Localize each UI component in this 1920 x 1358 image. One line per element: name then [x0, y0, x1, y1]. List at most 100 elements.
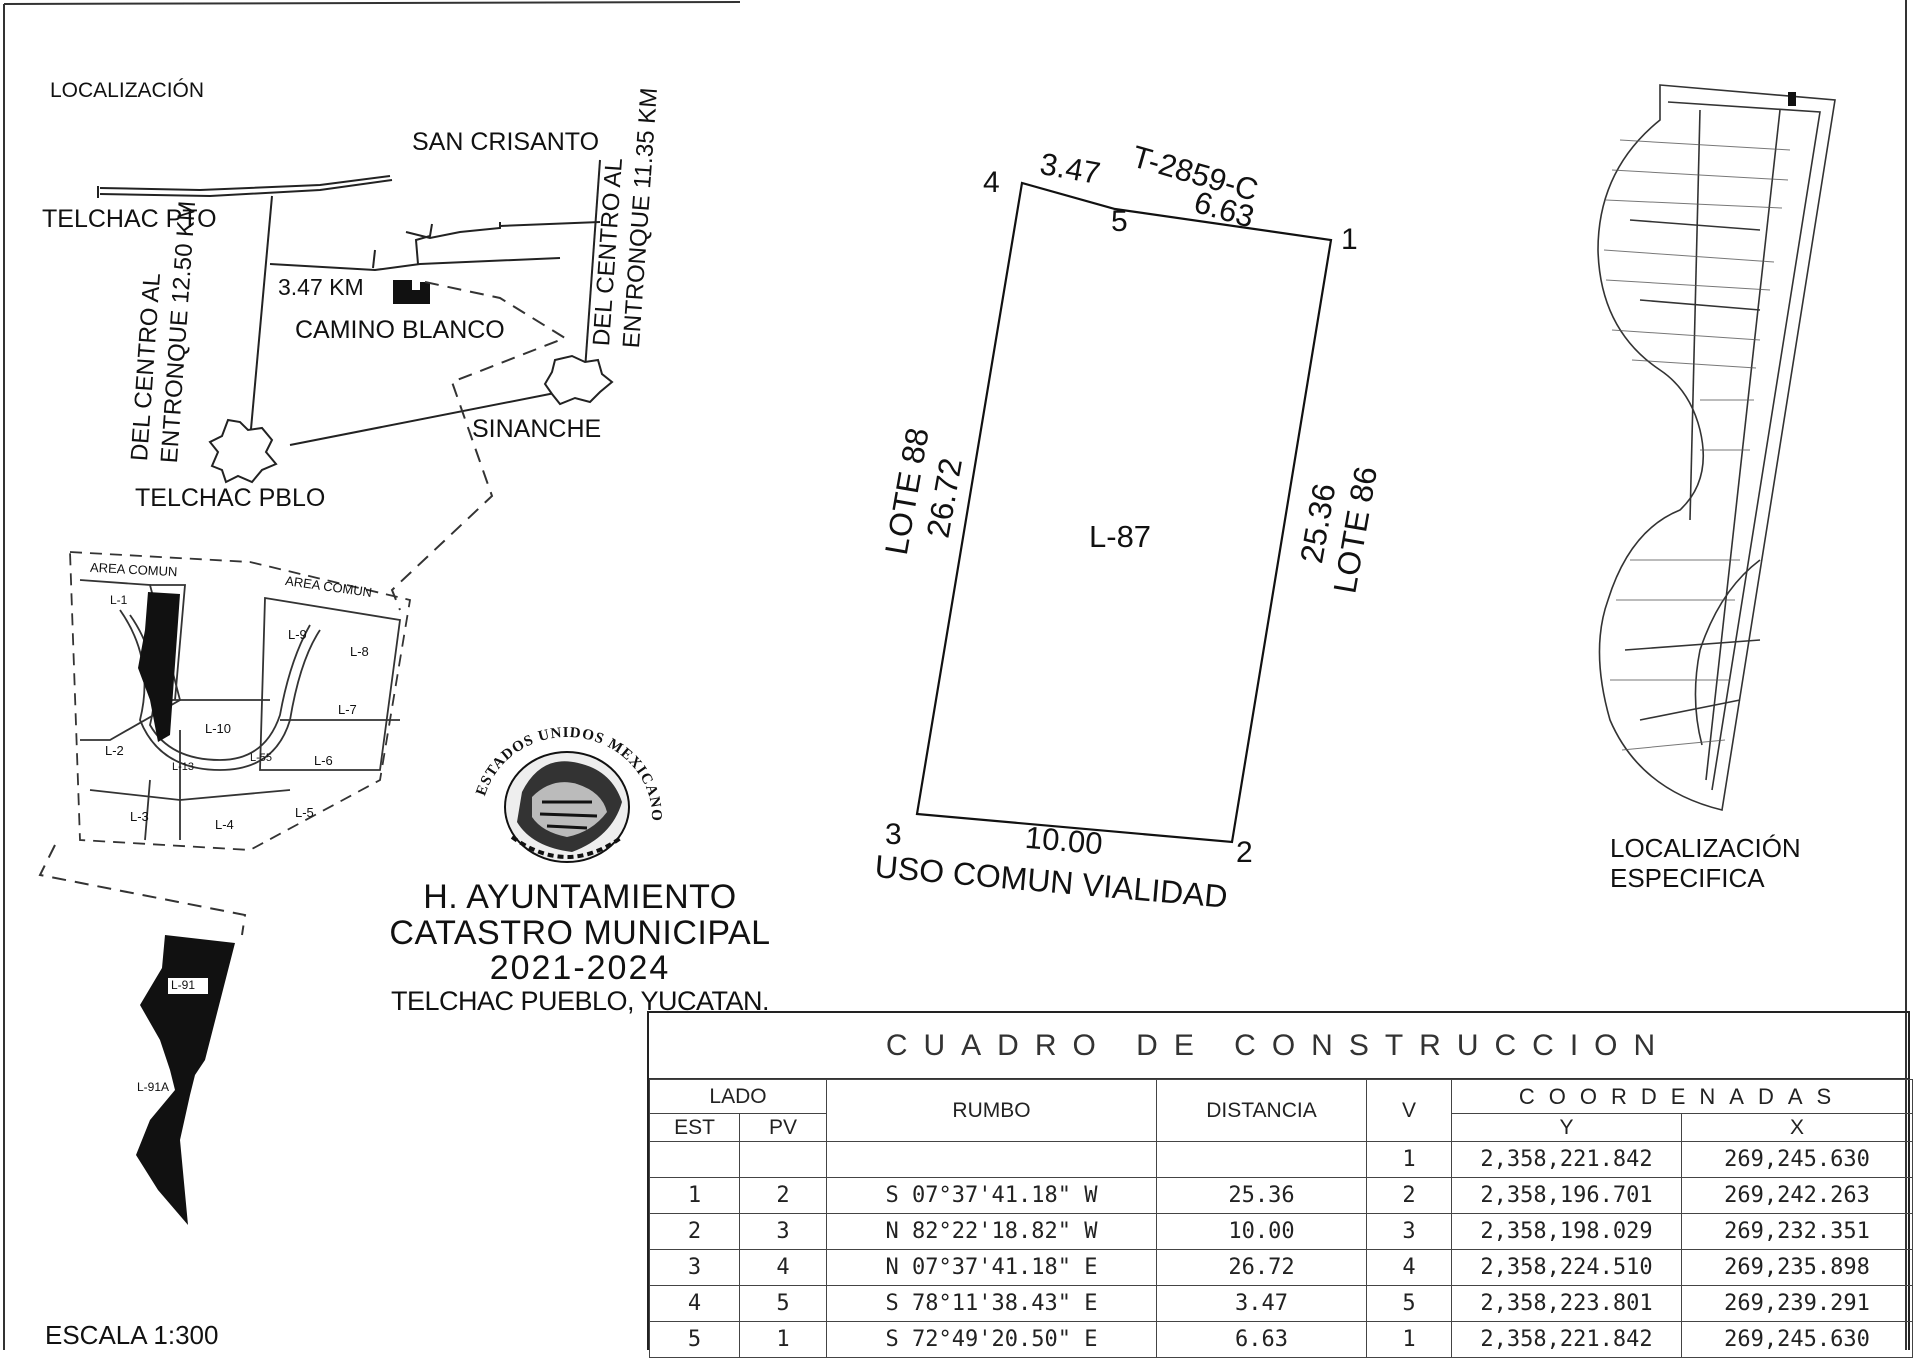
subdivision-dark-area [138, 592, 180, 742]
cell-distancia: 6.63 [1156, 1321, 1367, 1358]
header-x: X [1680, 1113, 1914, 1142]
construction-table-grid: LADO RUMBO DISTANCIA V COORDENADAS EST P… [649, 1079, 1914, 1358]
cell-pv: 1 [739, 1321, 827, 1358]
vertex-label-1: 1 [1341, 223, 1358, 256]
place-camino-blanco: CAMINO BLANCO [295, 316, 505, 344]
title-line1: H. AYUNTAMIENTO [423, 878, 737, 916]
cell-est: 1 [649, 1177, 740, 1214]
dim-bottom: 10.00 [1023, 819, 1104, 862]
location-map-roads [97, 159, 601, 446]
cell-pv [739, 1141, 827, 1178]
table-row: 5 1 S 72°49'20.50" E 6.63 1 2,358,221.84… [649, 1321, 1914, 1358]
lower-label-box [168, 978, 208, 994]
cell-distancia: 3.47 [1156, 1285, 1367, 1322]
header-distancia: DISTANCIA [1156, 1079, 1367, 1142]
cell-rumbo: S 72°49'20.50" E [826, 1321, 1157, 1358]
cell-v: 4 [1366, 1249, 1452, 1286]
specific-location-marker [1788, 92, 1796, 106]
cell-est [649, 1141, 740, 1178]
scale-label: ESCALA 1:300 [45, 1320, 219, 1350]
coat-of-arms-seal: ESTADOS UNIDOS MEXICANOS [462, 702, 663, 863]
cell-v: 2 [1366, 1177, 1452, 1214]
cell-y: 2,358,223.801 [1451, 1285, 1682, 1322]
cell-x: 269,239.291 [1680, 1285, 1914, 1322]
vertex-label-3: 3 [885, 818, 902, 851]
specific-location-map [1597, 84, 1836, 811]
callout-dashed [390, 281, 568, 611]
cell-v: 3 [1366, 1213, 1452, 1250]
table-row: 4 5 S 78°11'38.43" E 3.47 5 2,358,223.80… [649, 1285, 1914, 1322]
table-row: 1 2,358,221.842 269,245.630 [649, 1141, 1914, 1178]
cell-y: 2,358,224.510 [1451, 1249, 1682, 1286]
construction-table: CUADRO DE CONSTRUCCION LADO RUMBO DISTAN… [647, 1011, 1914, 1358]
lot-label-l10: L-10 [205, 721, 232, 736]
cell-pv: 5 [739, 1285, 827, 1322]
cell-rumbo: S 78°11'38.43" E [826, 1285, 1157, 1322]
distance-label: 3.47 KM [278, 274, 364, 300]
place-telchac-pto: TELCHAC PTO [42, 205, 217, 233]
telchac-pblo-town [208, 418, 278, 484]
site-marker [393, 280, 430, 304]
cell-x: 269,232.351 [1680, 1213, 1914, 1250]
cell-x: 269,245.630 [1680, 1321, 1914, 1358]
callout-dashed-lower [38, 844, 247, 936]
specific-location-hatch [1603, 139, 1791, 751]
vertex-label-2: 2 [1236, 836, 1253, 869]
cell-y: 2,358,196.701 [1451, 1177, 1682, 1214]
table-row: 2 3 N 82°22'18.82" W 10.00 3 2,358,198.0… [649, 1213, 1914, 1250]
cell-distancia: 26.72 [1156, 1249, 1367, 1286]
header-rumbo: RUMBO [826, 1079, 1157, 1142]
lot-label-l8: L-8 [350, 644, 369, 659]
sinanche-town [543, 354, 614, 406]
cell-rumbo [826, 1141, 1157, 1178]
vertex-label-4: 4 [983, 166, 1000, 199]
cell-rumbo: N 07°37'41.18" E [826, 1249, 1157, 1286]
cell-est: 3 [649, 1249, 740, 1286]
title-block: H. AYUNTAMIENTO CATASTRO MUNICIPAL 2021-… [360, 878, 800, 1015]
cell-distancia: 25.36 [1156, 1177, 1367, 1214]
cell-x: 269,235.898 [1680, 1249, 1914, 1286]
lot-name: L-87 [1089, 519, 1152, 554]
cell-distancia [1156, 1141, 1367, 1178]
lot-label-l9: L-9 [288, 627, 307, 642]
lot-label-l1: L-1 [110, 593, 128, 607]
construction-table-title: CUADRO DE CONSTRUCCION [649, 1013, 1908, 1079]
lower-label-1: L-91 [171, 978, 196, 992]
place-sinanche: SINANCHE [472, 415, 602, 443]
location-title: LOCALIZACIÓN [50, 79, 205, 102]
cell-distancia: 10.00 [1156, 1213, 1367, 1250]
cell-rumbo: S 07°37'41.18" W [826, 1177, 1157, 1214]
place-san-crisanto: SAN CRISANTO [412, 128, 600, 156]
table-row: 1 2 S 07°37'41.18" W 25.36 2 2,358,196.7… [649, 1177, 1914, 1214]
title-line3: 2021-2024 [489, 949, 671, 988]
lot-label-l4: L-4 [215, 817, 234, 832]
header-coordenadas: COORDENADAS [1450, 1079, 1914, 1114]
header-lado: LADO [649, 1079, 827, 1114]
lot-label-l7: L-7 [338, 702, 357, 717]
cell-pv: 3 [739, 1213, 827, 1250]
lot-label-l2: L-2 [105, 743, 124, 758]
table-row: 3 4 N 07°37'41.18" E 26.72 4 2,358,224.5… [649, 1249, 1914, 1286]
vertex-label-5: 5 [1111, 205, 1128, 238]
cell-est: 5 [649, 1321, 740, 1358]
lower-label-2: L-91A [137, 1080, 170, 1094]
cell-y: 2,358,221.842 [1451, 1321, 1682, 1358]
specific-line2: ESPECIFICA [1610, 863, 1765, 893]
lot-label-l13: L-13 [172, 761, 195, 773]
title-line2: CATASTRO MUNICIPAL [389, 913, 771, 952]
lot-label-l5: L-5 [295, 805, 314, 820]
cell-est: 2 [649, 1213, 740, 1250]
lot-label-l55: L-55 [250, 752, 273, 764]
cell-v: 1 [1366, 1141, 1452, 1178]
cell-y: 2,358,221.842 [1451, 1141, 1682, 1178]
cell-x: 269,245.630 [1680, 1141, 1914, 1178]
header-est: EST [649, 1113, 740, 1142]
cell-x: 269,242.263 [1680, 1177, 1914, 1214]
cell-v: 5 [1366, 1285, 1452, 1322]
cell-pv: 4 [739, 1249, 827, 1286]
specific-line1: LOCALIZACIÓN [1610, 833, 1801, 863]
cell-est: 4 [649, 1285, 740, 1322]
specific-location-label: LOCALIZACIÓN ESPECIFICA [1610, 833, 1801, 893]
